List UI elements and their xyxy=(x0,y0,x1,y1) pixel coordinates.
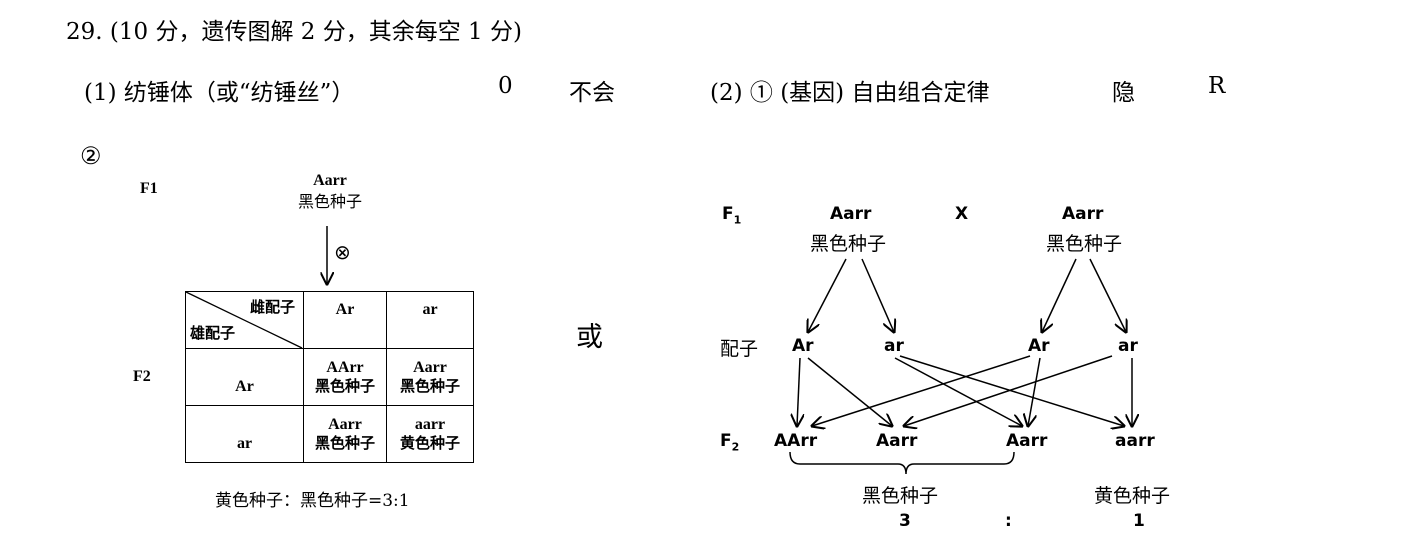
arrow-g1-o1 xyxy=(797,357,800,426)
parent2-phenotype: 黑色种子 xyxy=(1046,233,1123,255)
row-gamete: ar xyxy=(236,434,253,452)
arrow-p2-ar2 xyxy=(1089,258,1126,332)
arrow-g2-o4 xyxy=(899,355,1124,426)
or-text: 或 xyxy=(576,322,603,353)
row-header: ar xyxy=(185,405,304,463)
parent1-phenotype: 黑色种子 xyxy=(810,233,887,255)
punnett-cell: aarr 黄色种子 xyxy=(386,405,474,463)
gamete: Ar xyxy=(792,336,814,356)
self-cross-icon: ⊗ xyxy=(334,240,351,264)
cell-phenotype: 黑色种子 xyxy=(399,377,460,395)
cell-genotype: AArr xyxy=(326,359,364,376)
header-female: 雌配子 xyxy=(249,298,295,316)
left-parent-phenotype: 黑色种子 xyxy=(297,192,362,211)
right-f1-label: F1 xyxy=(722,204,742,227)
cross-symbol: X xyxy=(955,204,969,224)
answer-2: 不会 xyxy=(569,80,615,106)
offspring: aarr xyxy=(1115,431,1155,451)
black-seed-label: 黑色种子 xyxy=(862,485,939,507)
arrow-p2-ar xyxy=(1042,258,1077,332)
arrow-g2-o3 xyxy=(894,357,1022,426)
right-f2-label: F2 xyxy=(720,431,740,454)
ratio-yellow: 1 xyxy=(1133,511,1145,531)
arrow-g3-o3 xyxy=(1028,357,1041,426)
arrow-g4-o2 xyxy=(904,355,1113,426)
cell-genotype: Aarr xyxy=(328,416,362,433)
answer-3: 隐 xyxy=(1112,80,1135,106)
gamete: ar xyxy=(884,336,904,356)
col-header: ar xyxy=(386,291,474,349)
left-ratio: 黄色种子：黑色种子=3:1 xyxy=(215,491,410,511)
punnett-diagonal xyxy=(185,291,303,349)
answer-part2: (2) ① (基因) 自由组合定律 xyxy=(710,80,990,106)
answer-1: 0 xyxy=(498,73,513,99)
left-parent: Aarr 黑色种子 xyxy=(270,170,390,212)
sub-question-2: ② xyxy=(80,142,102,170)
punnett-cell: AArr 黑色种子 xyxy=(303,348,387,406)
arrow-p1-ar xyxy=(808,258,847,332)
ratio-colon: : xyxy=(1005,511,1012,531)
col-header: Ar xyxy=(303,291,387,349)
left-f1-label: F1 xyxy=(140,180,158,197)
cell-genotype: Aarr xyxy=(413,359,447,376)
arrow-g1-o2 xyxy=(807,357,892,426)
arrow-g3-o1 xyxy=(812,355,1031,426)
offspring: Aarr xyxy=(1006,431,1048,451)
left-parent-genotype: Aarr xyxy=(313,172,347,189)
punnett-square: 雌配子 雄配子 Ar ar Ar AArr 黑色种子 Aarr 黑色种子 ar … xyxy=(185,291,474,463)
cell-phenotype: 黑色种子 xyxy=(314,377,375,395)
question-title: 29. (10 分，遗传图解 2 分，其余每空 1 分) xyxy=(66,19,522,45)
yellow-seed-label: 黄色种子 xyxy=(1094,485,1171,507)
answer-4: R xyxy=(1208,73,1226,99)
row-gamete: Ar xyxy=(235,377,254,395)
offspring: Aarr xyxy=(876,431,918,451)
cell-genotype: aarr xyxy=(414,416,446,433)
gamete-label: 配子 xyxy=(720,338,759,360)
header-male: 雄配子 xyxy=(190,324,236,342)
arrow-p1-ar2 xyxy=(861,258,894,332)
answer-part1: (1) 纺锤体（或“纺锤丝”） xyxy=(84,80,355,106)
left-f2-label: F2 xyxy=(133,368,151,385)
cell-phenotype: 黑色种子 xyxy=(314,434,375,452)
black-seed-brace xyxy=(789,451,1015,475)
offspring: AArr xyxy=(774,431,818,451)
parent2-genotype: Aarr xyxy=(1062,204,1104,224)
cell-phenotype: 黄色种子 xyxy=(399,434,460,452)
gamete: ar xyxy=(1118,336,1138,356)
gamete: Ar xyxy=(1028,336,1050,356)
parent1-genotype: Aarr xyxy=(830,204,872,224)
ratio-black: 3 xyxy=(899,511,911,531)
